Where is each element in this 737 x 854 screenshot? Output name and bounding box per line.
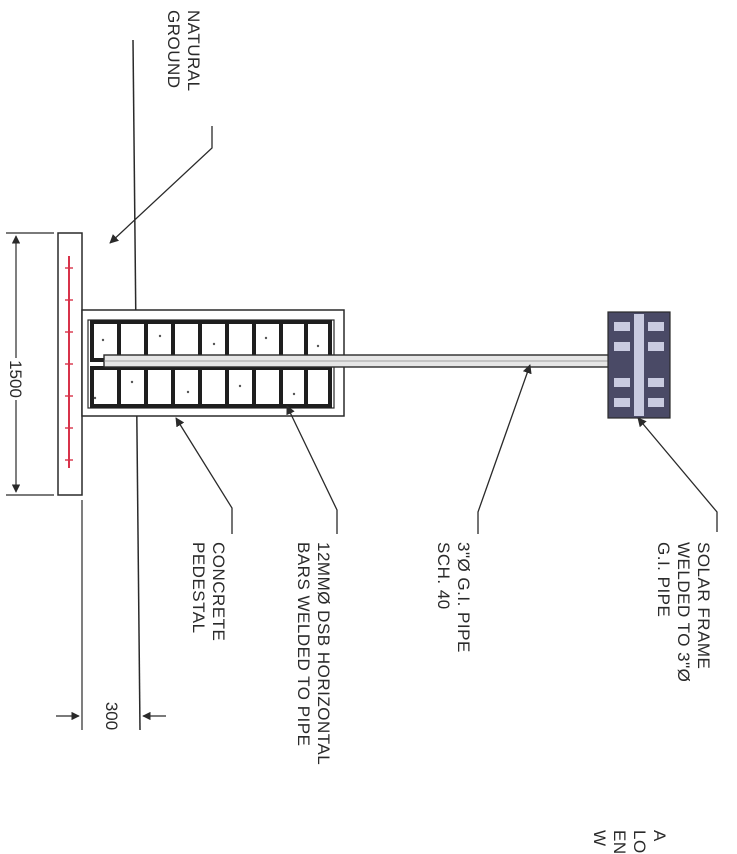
concrete-pedestal-leader [175,417,233,534]
solar-frame-label: SOLAR FRAME WELDED TO 3"Ø G.I. PIPE [654,542,713,688]
dimension-300-label: 300 [102,702,121,730]
horizontal-bars-label: 12MMØ DSB HORIZONTAL BARS WELDED TO PIPE [294,542,333,770]
concrete-speckles [93,334,320,400]
gi-pipe-label: 3"Ø G.I. PIPE SCH. 40 [434,542,473,658]
partial-note: W EN LO A [590,830,669,854]
concrete-pedestal-label: CONCRETE PEDESTAL [189,542,228,647]
base-rebar-ties [65,267,73,461]
gi-pipe-leader [477,364,532,534]
horizontal-bars-leader [286,405,338,534]
dimension-300 [56,500,166,730]
natural-ground-leader [109,126,213,244]
dimension-1500 [6,232,54,496]
solar-frame [607,311,671,419]
dimension-1500-label: 1500 [6,360,25,398]
solar-frame-leader [637,417,718,532]
natural-ground-label: NATURAL GROUND [164,10,203,96]
